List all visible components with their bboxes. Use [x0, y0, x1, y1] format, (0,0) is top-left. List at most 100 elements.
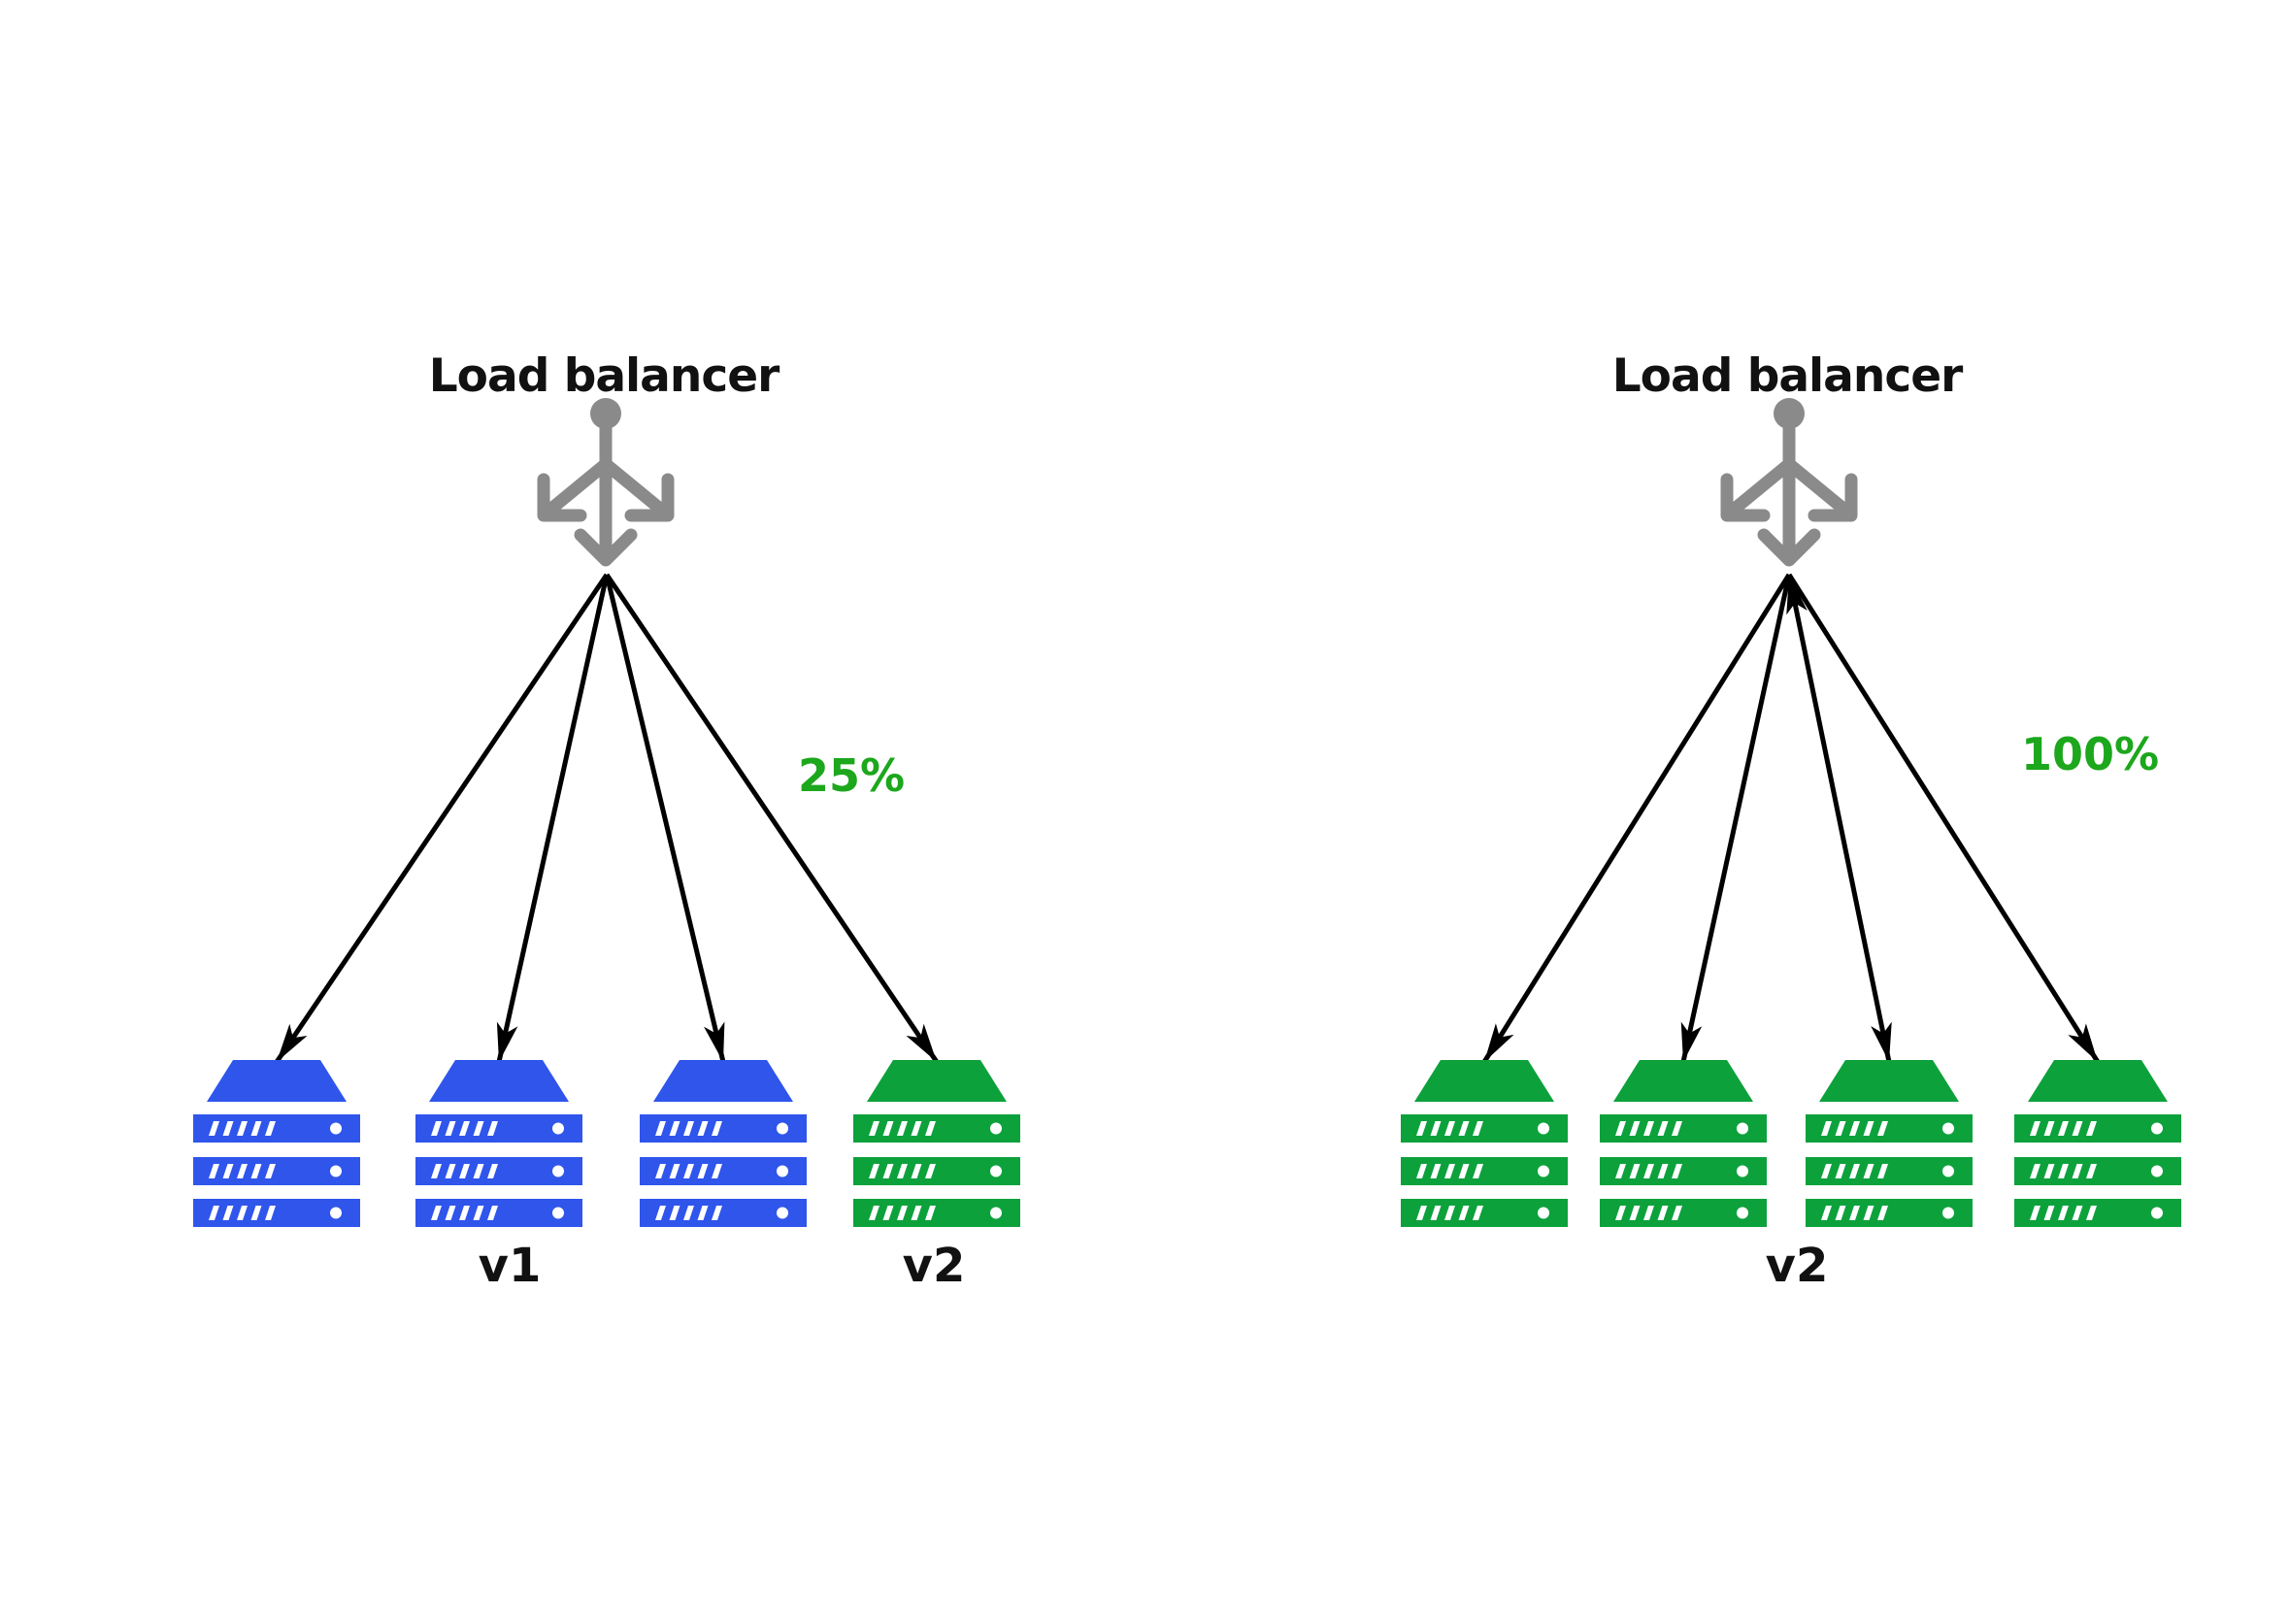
server-slash-mark	[1657, 1121, 1669, 1136]
server-slash-mark	[712, 1121, 722, 1136]
server-slash-mark	[869, 1206, 879, 1220]
server-slash-mark	[1835, 1206, 1846, 1220]
server-slash-mark	[2058, 1121, 2069, 1136]
server-led-dot	[552, 1165, 564, 1177]
server-slash-mark	[1849, 1121, 1860, 1136]
server-slash-mark	[445, 1164, 456, 1178]
server-slash-mark	[655, 1206, 666, 1220]
server-slash-mark	[925, 1206, 936, 1220]
server-slash-mark	[237, 1206, 248, 1220]
server-led-dot	[1538, 1207, 1549, 1219]
traffic-arrow	[1786, 573, 2101, 1064]
server-stack-icon-v1	[193, 1060, 360, 1227]
server-slash-mark	[897, 1206, 908, 1220]
server-slash-mark	[1629, 1121, 1641, 1136]
server-slash-mark	[209, 1121, 219, 1136]
server-slash-mark	[250, 1121, 262, 1136]
server-slash-mark	[487, 1164, 498, 1178]
server-slash-mark	[1473, 1206, 1483, 1220]
server-slash-mark	[459, 1206, 470, 1220]
server-slash-mark	[1416, 1206, 1427, 1220]
server-slash-mark	[1643, 1206, 1654, 1220]
server-slash-mark	[897, 1164, 908, 1178]
server-slash-mark	[265, 1206, 276, 1220]
server-slash-mark	[897, 1121, 908, 1136]
server-slash-mark	[1672, 1121, 1682, 1136]
server-slash-mark	[683, 1164, 694, 1178]
load-balancer-title: Load balancer	[1612, 349, 1964, 403]
server-slash-mark	[1821, 1164, 1832, 1178]
server-slash-mark	[1416, 1121, 1427, 1136]
server-slash-mark	[669, 1121, 680, 1136]
server-slash-mark	[2058, 1164, 2069, 1178]
server-led-dot	[777, 1122, 788, 1135]
server-led-dot	[330, 1207, 342, 1219]
server-slash-mark	[882, 1121, 894, 1136]
server-slash-mark	[431, 1121, 442, 1136]
server-slash-mark	[1444, 1206, 1455, 1220]
server-slash-mark	[925, 1121, 936, 1136]
server-slash-mark	[2072, 1206, 2083, 1220]
server-slash-mark	[265, 1164, 276, 1178]
server-slash-mark	[487, 1121, 498, 1136]
traffic-arrow	[274, 573, 610, 1064]
server-slash-mark	[487, 1206, 498, 1220]
traffic-percent-label: 25%	[798, 749, 905, 802]
server-led-dot	[330, 1122, 342, 1135]
server-slash-mark	[1629, 1164, 1641, 1178]
server-slash-mark	[1430, 1206, 1442, 1220]
server-slash-mark	[1458, 1206, 1470, 1220]
server-slash-mark	[431, 1206, 442, 1220]
server-slash-mark	[1473, 1164, 1483, 1178]
server-led-dot	[1737, 1165, 1748, 1177]
server-slash-mark	[1615, 1206, 1626, 1220]
server-led-dot	[1942, 1165, 1954, 1177]
server-slash-mark	[1643, 1164, 1654, 1178]
version-label: v2	[1766, 1239, 1829, 1293]
server-slash-mark	[1877, 1121, 1888, 1136]
server-led-dot	[1737, 1207, 1748, 1219]
server-slash-mark	[1863, 1164, 1874, 1178]
server-slash-mark	[2058, 1206, 2069, 1220]
server-slash-mark	[697, 1121, 709, 1136]
server-slash-mark	[1643, 1121, 1654, 1136]
server-slash-mark	[1430, 1121, 1442, 1136]
server-slash-mark	[222, 1121, 234, 1136]
server-led-dot	[2151, 1122, 2163, 1135]
server-slash-mark	[2043, 1121, 2055, 1136]
server-stack-icon-v1	[415, 1060, 582, 1227]
server-led-dot	[1942, 1122, 1954, 1135]
server-led-dot	[330, 1165, 342, 1177]
server-slash-mark	[445, 1206, 456, 1220]
server-slash-mark	[911, 1164, 922, 1178]
server-slash-mark	[1629, 1206, 1641, 1220]
server-slash-mark	[1863, 1206, 1874, 1220]
server-slash-mark	[1835, 1121, 1846, 1136]
server-slash-mark	[1821, 1206, 1832, 1220]
server-slash-mark	[655, 1164, 666, 1178]
server-led-dot	[2151, 1207, 2163, 1219]
server-slash-mark	[237, 1164, 248, 1178]
server-slash-mark	[1458, 1164, 1470, 1178]
server-slash-mark	[209, 1206, 219, 1220]
server-stack-icon-v2	[2014, 1060, 2181, 1227]
server-slash-mark	[697, 1206, 709, 1220]
version-label: v2	[903, 1239, 966, 1293]
server-slash-mark	[1615, 1164, 1626, 1178]
server-slash-mark	[1835, 1164, 1846, 1178]
server-led-dot	[2151, 1165, 2163, 1177]
server-led-dot	[1942, 1207, 1954, 1219]
server-slash-mark	[431, 1164, 442, 1178]
server-slash-mark	[1416, 1164, 1427, 1178]
server-stack-icon-v1	[640, 1060, 807, 1227]
server-slash-mark	[2043, 1206, 2055, 1220]
server-slash-mark	[712, 1206, 722, 1220]
server-led-dot	[1538, 1122, 1549, 1135]
server-led-dot	[990, 1122, 1002, 1135]
server-slash-mark	[1821, 1121, 1832, 1136]
server-slash-mark	[1877, 1164, 1888, 1178]
server-slash-mark	[459, 1121, 470, 1136]
